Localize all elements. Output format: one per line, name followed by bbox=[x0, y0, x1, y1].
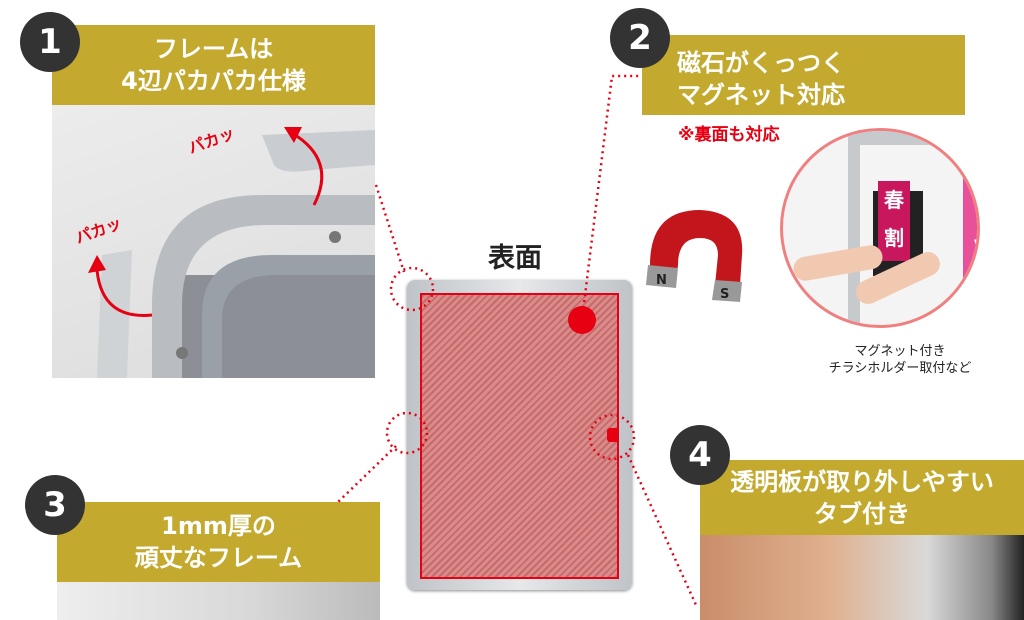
photo-text-2: 割 bbox=[884, 226, 904, 250]
feature-4-title-line2: タブ付き bbox=[814, 499, 910, 528]
front-label: 表面 bbox=[488, 243, 542, 274]
poster-frame bbox=[407, 280, 632, 590]
magnet-s-label: S bbox=[720, 287, 729, 302]
frame-thickness-photo bbox=[57, 582, 380, 620]
photo-text-1: 春 bbox=[884, 188, 904, 212]
caption-line2: チラシホルダー取付など bbox=[828, 361, 972, 376]
feature-2-title-line2: マグネット対応 bbox=[677, 81, 845, 109]
frame-corner-photo: パカッ パカッ bbox=[52, 105, 375, 378]
feature-1-title-line1: フレームは bbox=[153, 35, 274, 63]
poster-area bbox=[420, 293, 619, 579]
feature-3-title-line1: 1mm厚の bbox=[161, 512, 276, 540]
feature-2-title-line1: 磁石がくっつく bbox=[677, 49, 845, 77]
magnet-icon: N S bbox=[646, 210, 743, 302]
feature-2-badge: 2 bbox=[610, 8, 670, 68]
magnet-holder-photo: キャ 春 割 bbox=[780, 128, 980, 328]
removable-tab-photo bbox=[700, 535, 1024, 620]
caption-line1: マグネット付き bbox=[854, 344, 946, 359]
feature-4-title-line1: 透明板が取り外しやすい bbox=[730, 467, 994, 496]
feature-1-title: フレームは 4辺パカパカ仕様 bbox=[52, 25, 375, 105]
feature-2-title: 磁石がくっつく マグネット対応 bbox=[642, 35, 965, 115]
feature-4-title: 透明板が取り外しやすい タブ付き bbox=[700, 460, 1024, 535]
tab-point bbox=[607, 428, 617, 442]
back-side-note: ※裏面も対応 bbox=[678, 125, 780, 145]
feature-1-title-line2: 4辺パカパカ仕様 bbox=[121, 67, 306, 95]
feature-3-badge: 3 bbox=[25, 475, 85, 535]
feature-1-badge: 1 bbox=[20, 12, 80, 72]
magnet-n-label: N bbox=[656, 273, 667, 288]
feature-3-title-line2: 頑丈なフレーム bbox=[134, 544, 303, 572]
feature-4-badge: 4 bbox=[670, 425, 730, 485]
feature-3-title: 1mm厚の 頑丈なフレーム bbox=[57, 502, 380, 582]
magnet-caption: マグネット付き チラシホルダー取付など bbox=[800, 343, 1000, 377]
